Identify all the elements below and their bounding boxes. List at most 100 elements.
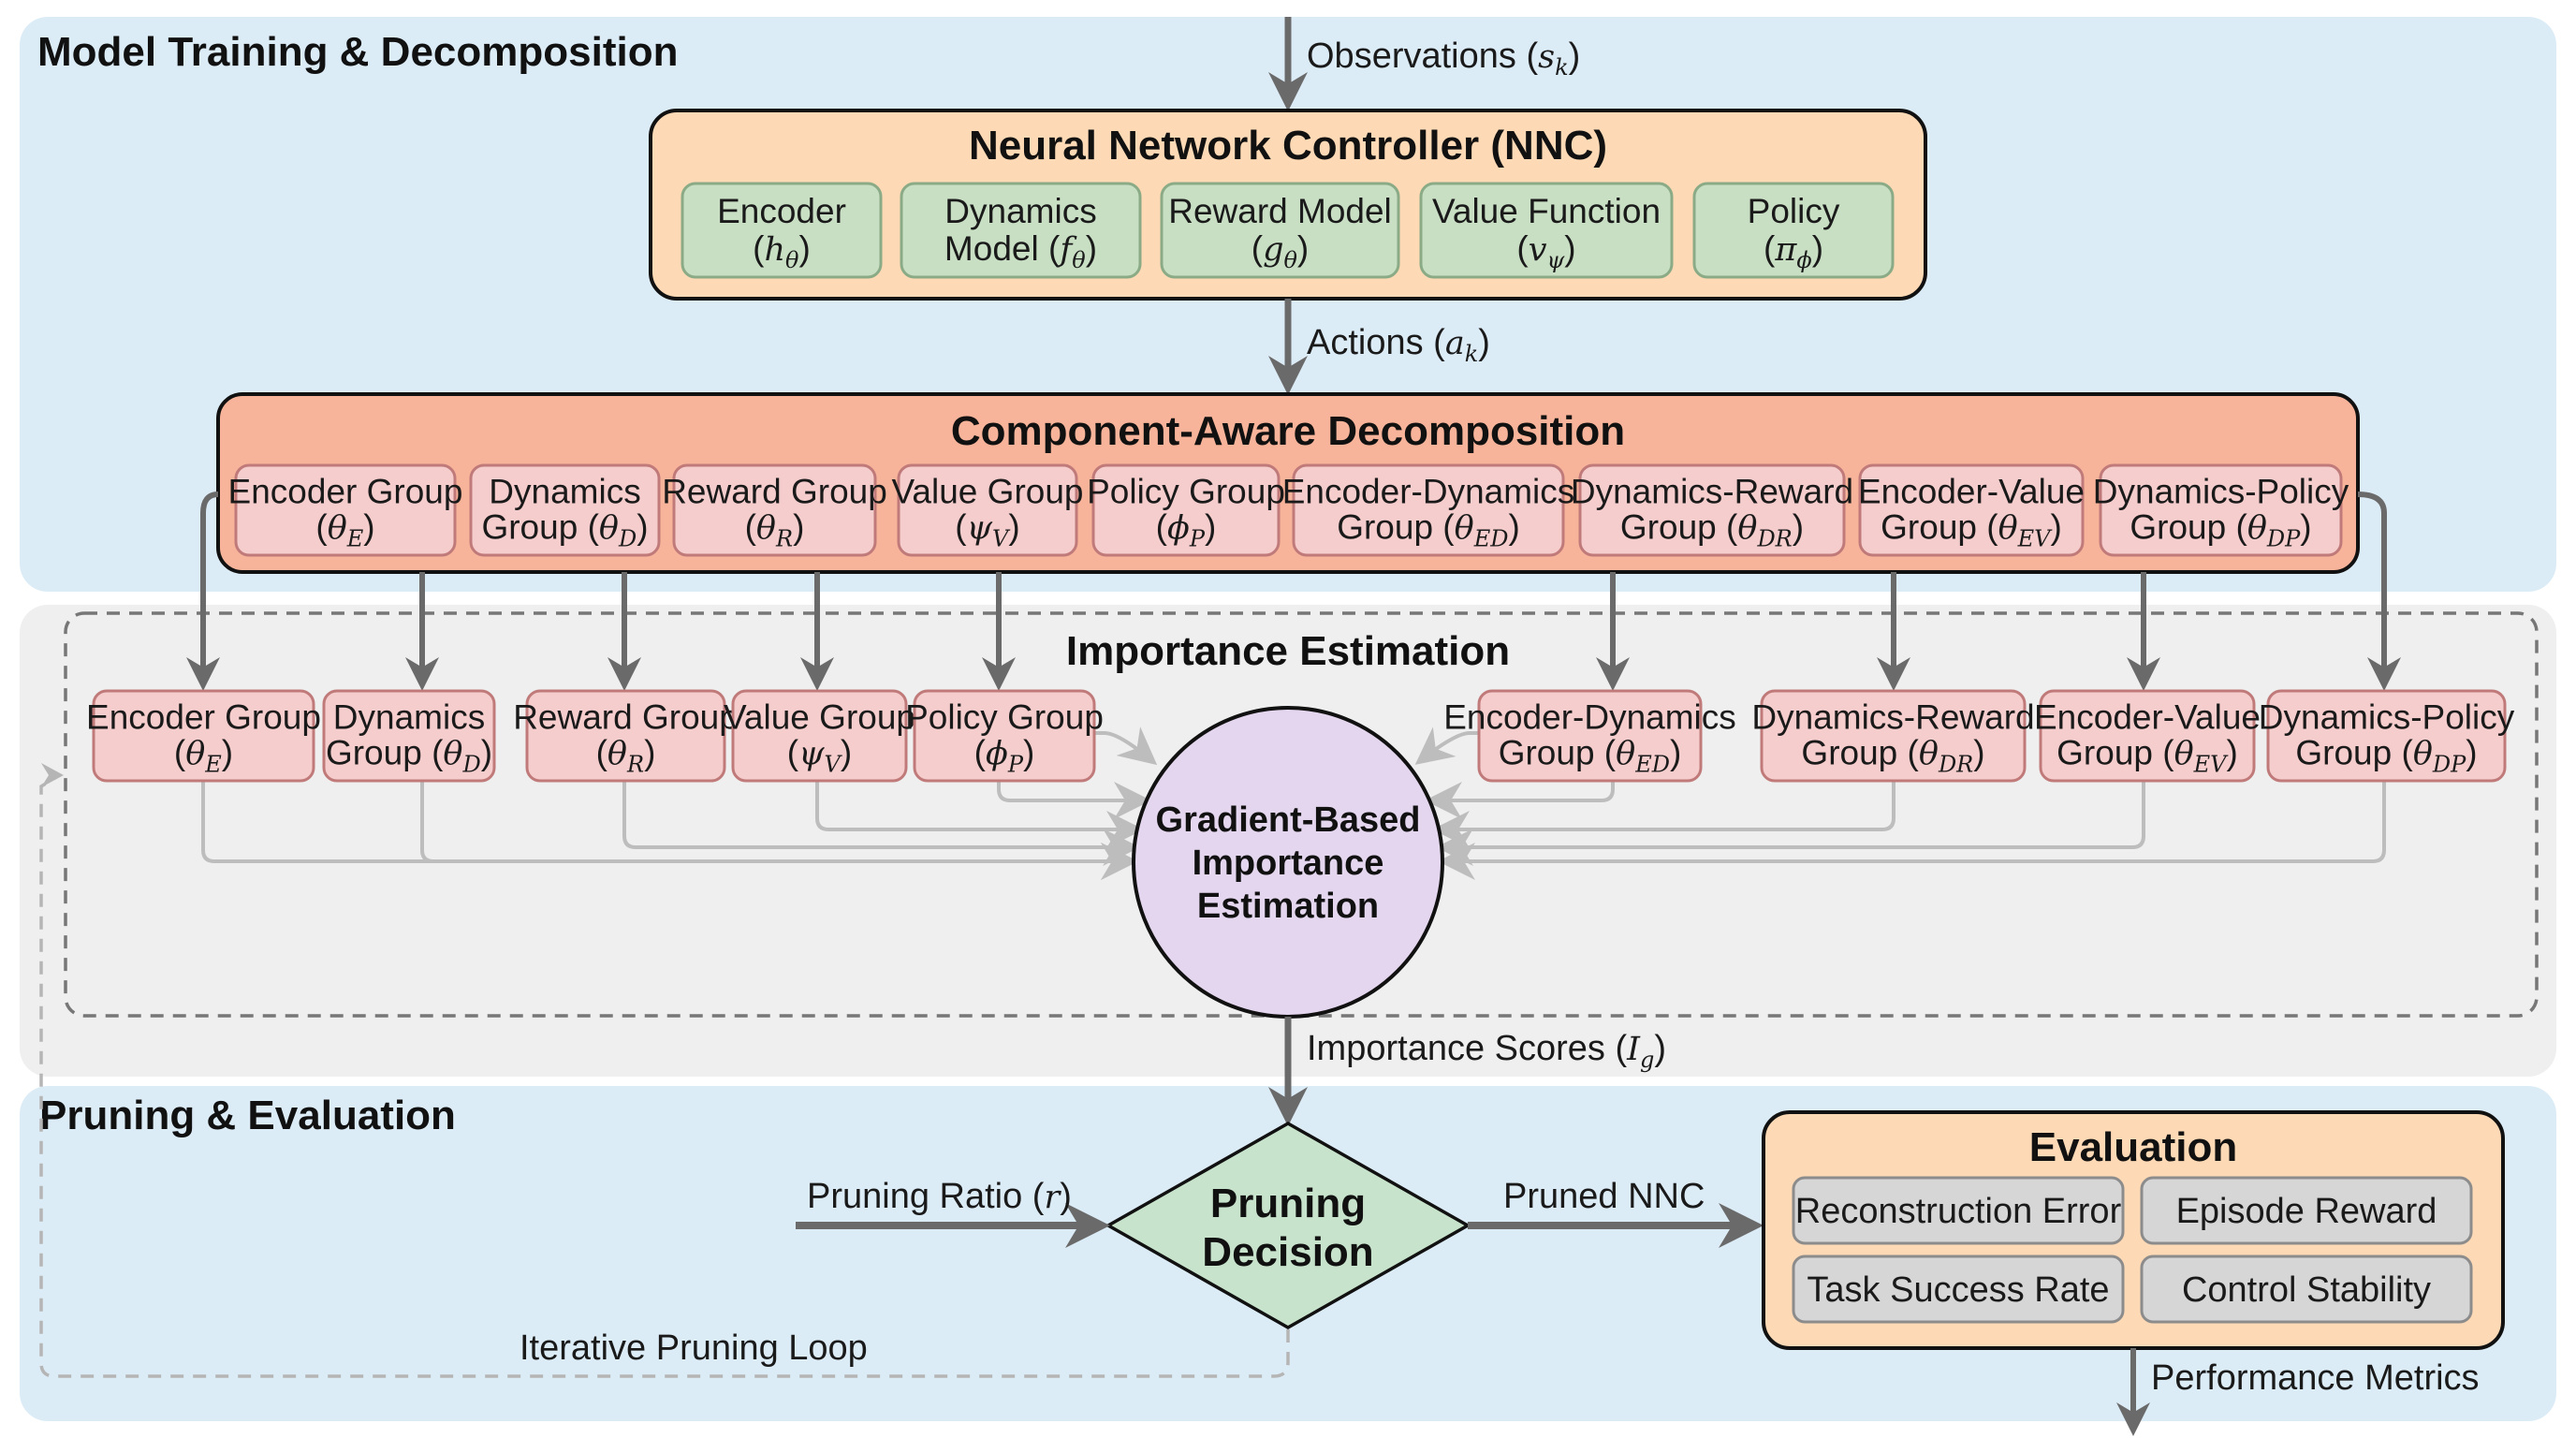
importance-group-symbol: (ϕP) [974,734,1035,778]
pruning-ratio-label: Pruning Ratio (r) [807,1177,1072,1216]
decomp-group: Encoder Group(θE) [228,463,462,557]
evaluation-title: Evaluation [2029,1124,2238,1170]
decision-line-2: Decision [1202,1229,1373,1275]
nnc-component: Reward Model(gθ) [1160,182,1400,279]
importance-group: Encoder Group(θE) [86,689,321,783]
decision-line-1: Pruning [1210,1181,1366,1226]
importance-group-symbol: (θE) [174,734,233,778]
evaluation-metric-shape [1792,1176,2125,1245]
nnc-component-symbol: (vψ) [1516,229,1575,273]
importance-group-label: Reward Group [513,697,739,736]
evaluation-metric-shape [2140,1255,2473,1324]
importance-group-symbol: Group (θED) [1499,734,1682,778]
nnc-component-label: Dynamics [944,192,1096,230]
nnc-component-label: Encoder [717,192,846,230]
evaluation-metric-label: Reconstruction Error [1795,1192,2122,1231]
iterative-loop-label: Iterative Pruning Loop [520,1328,868,1368]
importance-group-shape [2266,689,2507,783]
decomp-group-label: Dynamics [489,472,640,510]
evaluation-metric-shape [2140,1176,2473,1245]
iterative-loop-arrowhead-icon [41,763,64,787]
decomp-group-shape [1091,463,1281,557]
nnc-component-label: Policy [1748,192,1840,230]
evaluation-metric: Reconstruction Error [1792,1176,2125,1245]
importance-to-center-connector [815,781,1144,848]
importance-scores-label: Importance Scores (Ig) [1307,1029,1666,1073]
importance-group-label: Value Group [724,697,915,736]
importance-group-symbol: (θR) [596,734,656,778]
importance-group-label: Encoder-Value [2034,697,2261,736]
nnc-component-shape [1419,182,1674,279]
nnc-component: Encoder(hθ) [681,182,883,279]
nnc-component-symbol: (gθ) [1251,229,1310,273]
nnc-title: Neural Network Controller (NNC) [969,123,1607,169]
nnc-component: Policy(πϕ) [1692,182,1895,279]
nnc-component-symbol: (πϕ) [1764,229,1823,273]
nnc-component-shape [900,182,1142,279]
importance-group-shape [913,689,1096,783]
decomp-group-label: Value Group [892,472,1084,510]
policy-to-center-connector [1094,726,1158,766]
nnc-component-symbol: (hθ) [753,229,811,273]
importance-to-center-connector [1425,781,1615,819]
panel-title-model-training: Model Training & Decomposition [37,29,678,75]
decomp-group-label: Reward Group [662,472,887,510]
importance-group-symbol: Group (θD) [326,734,492,778]
importance-group-shape [1760,689,2027,783]
decomp-group-symbol: (θR) [745,508,805,552]
pruned-nnc-label: Pruned NNC [1503,1177,1705,1216]
gradient-importance-node: Gradient-Based Importance Estimation [1132,706,1444,1019]
decomp-group: Value Group(ψV) [892,463,1084,557]
encoder-dynamics-to-center-connector [1414,726,1479,765]
importance-group-symbol: (ψV) [787,734,852,778]
importance-group-label: Policy Group [905,697,1104,736]
nnc-component-shape [1160,182,1400,279]
decomp-group-shape [672,463,877,557]
decomp-group-symbol: Group (θD) [481,508,648,552]
importance-group-label: Dynamics [333,697,485,736]
decomposition-title: Component-Aware Decomposition [951,408,1625,454]
evaluation-metric: Episode Reward [2140,1176,2473,1245]
decomp-group-symbol: Group (θDP) [2130,508,2311,552]
importance-group-symbol: Group (θEV) [2056,734,2238,778]
decomp-to-importance-arrow [186,492,220,691]
importance-group-label: Encoder-Dynamics [1443,697,1736,736]
panel-title-pruning-evaluation: Pruning & Evaluation [39,1093,456,1138]
importance-to-center-connector [1436,781,2145,866]
importance-to-center-connector [201,781,1138,880]
decomp-group-shape [1292,463,1565,557]
importance-group-label: Dynamics-Reward [1751,697,2034,736]
decomp-group-label: Encoder-Dynamics [1282,472,1575,510]
importance-to-center-connector [420,781,1138,880]
decomp-group: Policy Group(ϕP) [1087,463,1285,557]
importance-group-shape [731,689,908,783]
importance-group-shape [525,689,726,783]
evaluation-metric: Control Stability [2140,1255,2473,1324]
observations-label: Observations (sk) [1307,37,1580,81]
evaluation-metric-shape [1792,1255,2125,1324]
importance-group-shape [1477,689,1703,783]
evaluation-metric-label: Control Stability [2182,1270,2431,1310]
decomp-group-shape [1858,463,2085,557]
decomp-group-shape [897,463,1078,557]
decomp-group-shape [2099,463,2343,557]
importance-group: Value Group(ψV) [724,689,915,783]
decomp-group-shape [469,463,661,557]
panel-title-importance-estimation: Importance Estimation [1066,628,1510,674]
importance-group: Reward Group(θR) [513,689,739,783]
evaluation-metric-label: Task Success Rate [1807,1270,2109,1310]
decomp-group-symbol: (θE) [315,508,374,552]
importance-group-label: Dynamics-Policy [2259,697,2515,736]
nnc-component-shape [1692,182,1895,279]
decomp-group-label: Dynamics-Reward [1571,472,1853,510]
nnc-component-label: Value Function [1432,192,1661,230]
pruning-decision-node: Pruning Decision [1105,1121,1471,1330]
performance-metrics-label: Performance Metrics [2151,1358,2480,1398]
